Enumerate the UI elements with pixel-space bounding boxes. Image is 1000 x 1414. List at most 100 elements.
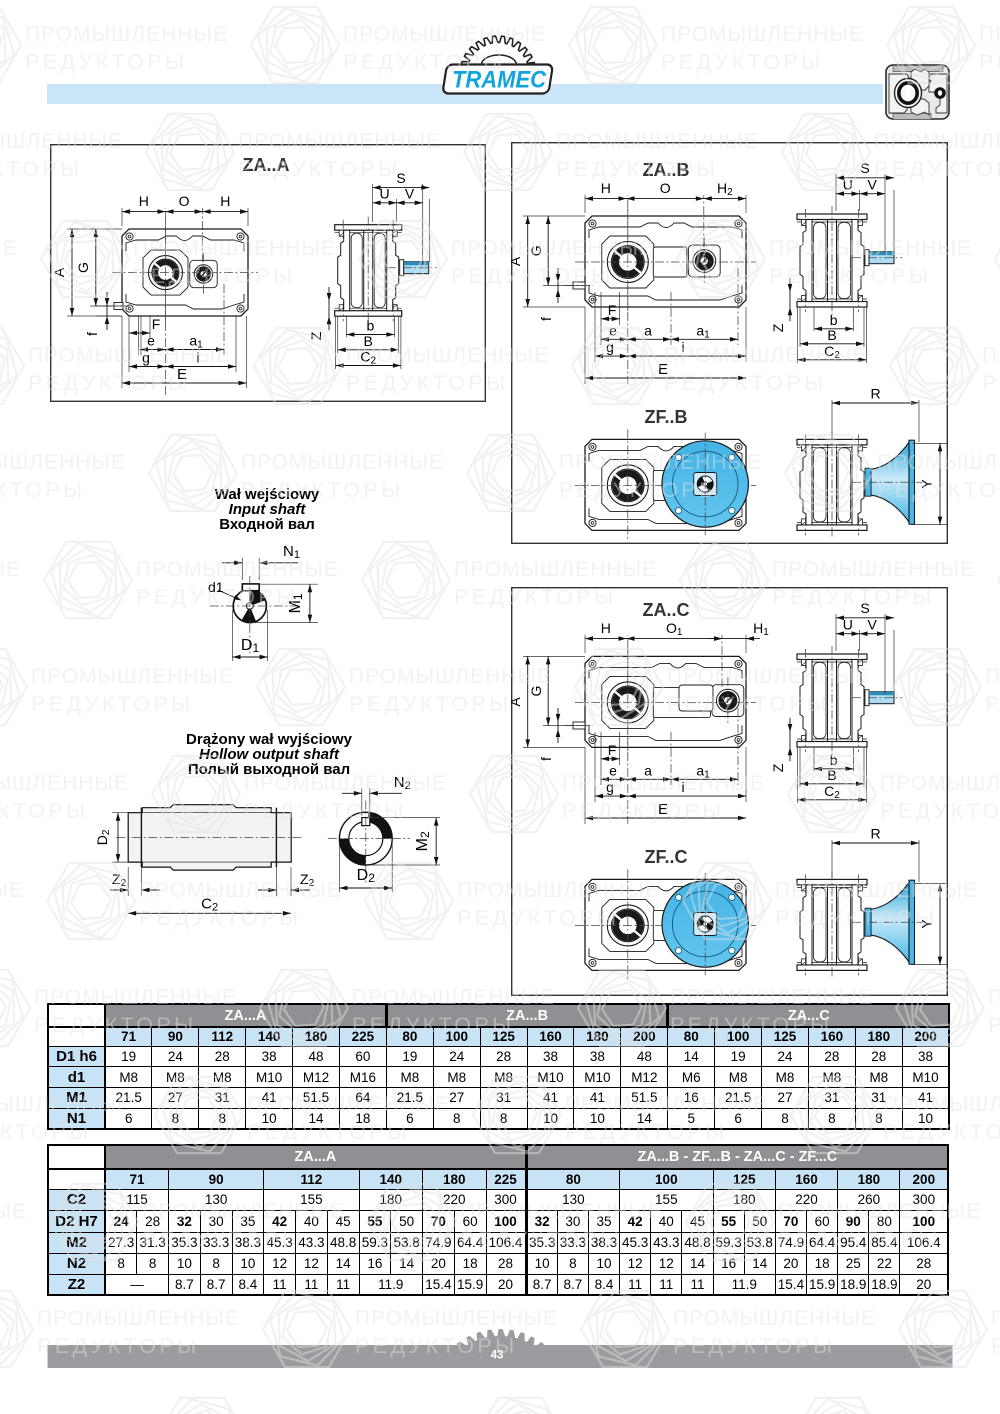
svg-text:ПРОМЫШЛЕННЫЕ: ПРОМЫШЛЕННЫЕ bbox=[0, 237, 18, 260]
svg-text:A: A bbox=[511, 697, 523, 707]
svg-text:ПРОМЫШЛЕННЫЕ: ПРОМЫШЛЕННЫЕ bbox=[241, 451, 444, 474]
svg-text:F: F bbox=[608, 302, 617, 318]
svg-text:G: G bbox=[528, 686, 544, 697]
svg-text:ПРОМЫШЛЕННЫЕ: ПРОМЫШЛЕННЫЕ bbox=[772, 558, 975, 581]
svg-text:Hollow output shaft: Hollow output shaft bbox=[199, 746, 340, 763]
svg-text:E: E bbox=[658, 801, 668, 818]
svg-text:Z2: Z2 bbox=[112, 871, 127, 889]
svg-text:B: B bbox=[827, 767, 836, 783]
svg-text:a1: a1 bbox=[189, 333, 203, 351]
svg-text:a1: a1 bbox=[696, 762, 710, 780]
svg-text:РЕДУКТОРЫ: РЕДУКТОРЫ bbox=[982, 371, 1000, 395]
svg-text:Input shaft: Input shaft bbox=[229, 501, 307, 518]
svg-text:B: B bbox=[827, 327, 836, 343]
svg-text:S: S bbox=[396, 170, 405, 186]
svg-text:N2: N2 bbox=[394, 774, 411, 792]
svg-text:O: O bbox=[179, 193, 190, 209]
svg-text:D2: D2 bbox=[94, 829, 112, 845]
svg-text:a: a bbox=[644, 762, 652, 778]
svg-text:H: H bbox=[601, 620, 611, 636]
svg-text:C2: C2 bbox=[824, 783, 840, 801]
svg-text:a1: a1 bbox=[696, 322, 710, 340]
svg-text:B: B bbox=[364, 333, 373, 349]
svg-text:ПРОМЫШЛЕННЫЕ: ПРОМЫШЛЕННЫЕ bbox=[979, 23, 1000, 46]
svg-text:D2: D2 bbox=[357, 867, 376, 885]
svg-text:U: U bbox=[843, 617, 853, 633]
svg-text:Wał wejściowy: Wał wejściowy bbox=[215, 486, 320, 503]
svg-text:E: E bbox=[177, 366, 187, 383]
svg-text:e: e bbox=[609, 762, 617, 778]
svg-text:A: A bbox=[51, 267, 67, 277]
svg-text:43: 43 bbox=[491, 1350, 504, 1362]
svg-text:ПРОМЫШЛЕННЫЕ: ПРОМЫШЛЕННЫЕ bbox=[988, 986, 1000, 1009]
svg-text:Полый выходной вал: Полый выходной вал bbox=[188, 761, 350, 778]
svg-text:G: G bbox=[75, 262, 91, 273]
svg-text:V: V bbox=[868, 617, 878, 633]
svg-text:G: G bbox=[528, 245, 544, 256]
svg-text:Z: Z bbox=[308, 331, 324, 340]
svg-text:H: H bbox=[139, 193, 149, 209]
svg-text:V: V bbox=[868, 177, 878, 193]
svg-text:РЕДУКТОРЫ: РЕДУКТОРЫ bbox=[25, 50, 188, 74]
svg-text:C2: C2 bbox=[201, 895, 218, 913]
svg-text:R: R bbox=[870, 386, 880, 402]
svg-text:C2: C2 bbox=[360, 349, 376, 367]
svg-text:U: U bbox=[843, 177, 853, 193]
svg-text:D1: D1 bbox=[241, 637, 260, 655]
svg-text:ПРОМЫШЛЕННЫЕ: ПРОМЫШЛЕННЫЕ bbox=[0, 879, 24, 902]
svg-text:Y: Y bbox=[919, 919, 935, 929]
svg-text:M2: M2 bbox=[414, 831, 432, 851]
svg-text:M1: M1 bbox=[287, 593, 305, 613]
svg-text:g: g bbox=[606, 339, 614, 355]
svg-text:N1: N1 bbox=[283, 543, 300, 561]
svg-text:РЕДУКТОРЫ: РЕДУКТОРЫ bbox=[988, 1013, 1000, 1037]
svg-text:E: E bbox=[658, 361, 668, 378]
svg-text:Z: Z bbox=[770, 323, 786, 332]
svg-text:d1: d1 bbox=[208, 579, 224, 595]
svg-text:ПРОМЫШЛЕННЫЕ: ПРОМЫШЛЕННЫЕ bbox=[661, 23, 864, 46]
svg-text:f: f bbox=[84, 332, 100, 336]
svg-text:U: U bbox=[380, 186, 390, 202]
svg-text:H1: H1 bbox=[753, 620, 769, 638]
svg-text:ZA..B: ZA..B bbox=[643, 160, 690, 180]
svg-text:f: f bbox=[538, 317, 554, 321]
svg-text:Drążony wał wyjściowy: Drążony wał wyjściowy bbox=[186, 731, 353, 748]
svg-text:S: S bbox=[860, 160, 869, 176]
svg-text:ZF..C: ZF..C bbox=[645, 847, 688, 867]
svg-text:i: i bbox=[681, 339, 684, 355]
svg-text:H2: H2 bbox=[717, 180, 733, 198]
svg-text:b: b bbox=[830, 752, 838, 768]
svg-text:Входной вал: Входной вал bbox=[219, 516, 315, 533]
svg-text:g: g bbox=[606, 779, 614, 795]
svg-text:i: i bbox=[681, 779, 684, 795]
svg-text:Y: Y bbox=[919, 479, 935, 489]
svg-text:Z2: Z2 bbox=[300, 871, 315, 889]
svg-text:R: R bbox=[870, 826, 880, 842]
svg-text:O: O bbox=[660, 180, 671, 196]
svg-text:РЕДУКТОРЫ: РЕДУКТОРЫ bbox=[979, 50, 1000, 74]
svg-text:ZF..B: ZF..B bbox=[645, 407, 688, 427]
svg-text:e: e bbox=[609, 322, 617, 338]
svg-text:ПРОМЫШЛЕННЫЕ: ПРОМЫШЛЕННЫЕ bbox=[985, 665, 1000, 688]
svg-text:Z: Z bbox=[770, 763, 786, 772]
svg-text:i: i bbox=[196, 350, 199, 366]
svg-text:ZA..A: ZA..A bbox=[243, 155, 290, 175]
svg-text:ПРОМЫШЛЕННЫЕ: ПРОМЫШЛЕННЫЕ bbox=[454, 558, 657, 581]
svg-text:e: e bbox=[147, 333, 155, 349]
svg-text:A: A bbox=[511, 256, 523, 266]
svg-text:РЕДУКТОРЫ: РЕДУКТОРЫ bbox=[661, 50, 824, 74]
svg-text:C2: C2 bbox=[824, 343, 840, 361]
svg-text:F: F bbox=[152, 316, 161, 332]
svg-text:H: H bbox=[220, 193, 230, 209]
svg-text:a: a bbox=[644, 322, 652, 338]
svg-text:b: b bbox=[367, 318, 375, 334]
svg-text:H: H bbox=[601, 180, 611, 196]
svg-text:g: g bbox=[142, 350, 150, 366]
svg-text:b: b bbox=[830, 312, 838, 328]
svg-text:ZA..C: ZA..C bbox=[643, 600, 690, 620]
svg-text:ПРОМЫШЛЕННЫЕ: ПРОМЫШЛЕННЫЕ bbox=[25, 23, 228, 46]
svg-text:ПРОМЫШЛЕННЫЕ: ПРОМЫШЛЕННЫЕ bbox=[982, 344, 1000, 367]
svg-text:TRAMEC: TRAMEC bbox=[452, 67, 547, 94]
svg-text:ПРОМЫШЛЕННЫЕ: ПРОМЫШЛЕННЫЕ bbox=[0, 558, 21, 581]
svg-text:РЕДУКТОРЫ: РЕДУКТОРЫ bbox=[985, 692, 1000, 716]
